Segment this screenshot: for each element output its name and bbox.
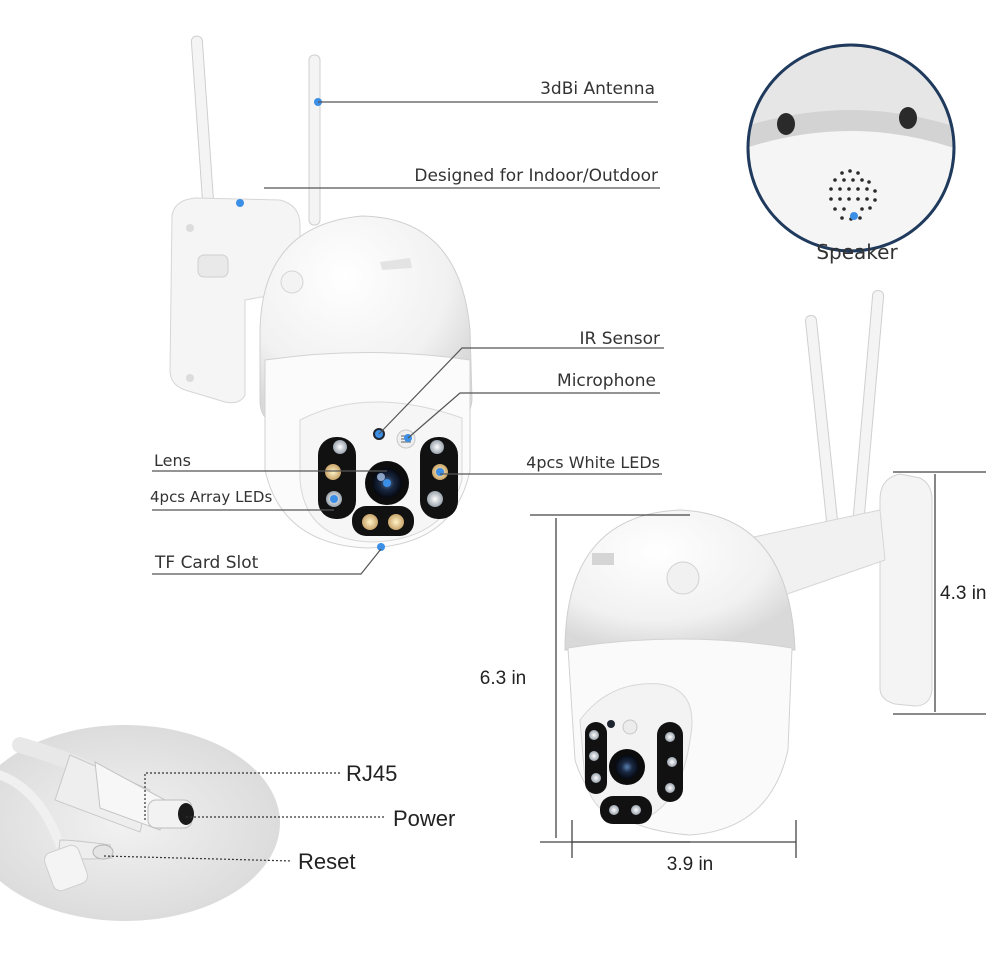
speaker-grille [829, 169, 877, 221]
reset-label: Reset [298, 849, 355, 874]
main-camera-illustration [169, 35, 473, 549]
right-antenna [308, 54, 321, 226]
dimension-width: 3.9 in [571, 820, 797, 875]
array-leds-label: 4pcs Array LEDs [150, 488, 272, 506]
ir-sensor-label: IR Sensor [579, 329, 660, 349]
callout-ir-sensor: IR Sensor [375, 329, 664, 438]
rj45-label: RJ45 [346, 761, 397, 786]
callout-indoor-outdoor: Designed for Indoor/Outdoor [236, 166, 660, 207]
mount-height-dimension-label: 4.3 in [940, 583, 986, 604]
width-dimension-label: 3.9 in [667, 854, 713, 875]
height-dimension-label: 6.3 in [480, 668, 526, 689]
callout-microphone: Microphone [404, 371, 660, 442]
speaker-ring [746, 43, 956, 253]
antenna-label: 3dBi Antenna [540, 79, 655, 99]
lens-label: Lens [154, 451, 191, 470]
callout-lens: Lens [152, 451, 391, 487]
white-leds-label: 4pcs White LEDs [526, 453, 660, 472]
wall-mount [169, 197, 301, 404]
dimension-mount-height: 4.3 in [893, 471, 986, 715]
callout-antenna: 3dBi Antenna [314, 79, 658, 106]
power-label: Power [393, 806, 455, 831]
indoor-outdoor-label: Designed for Indoor/Outdoor [414, 166, 658, 186]
speaker-detail: Speaker [746, 43, 956, 264]
cable-detail: RJ45 Power Reset [0, 725, 455, 921]
callout-array-leds: 4pcs Array LEDs [150, 488, 338, 511]
side-camera-illustration [564, 289, 933, 836]
speaker-label: Speaker [816, 240, 898, 264]
callout-white-leds: 4pcs White LEDs [436, 453, 662, 476]
power-jack [178, 803, 194, 825]
callout-tf-card-slot: TF Card Slot [152, 543, 385, 575]
tf-card-slot-label: TF Card Slot [154, 553, 259, 573]
bottom-led-array [352, 506, 414, 536]
microphone-label: Microphone [557, 371, 656, 391]
